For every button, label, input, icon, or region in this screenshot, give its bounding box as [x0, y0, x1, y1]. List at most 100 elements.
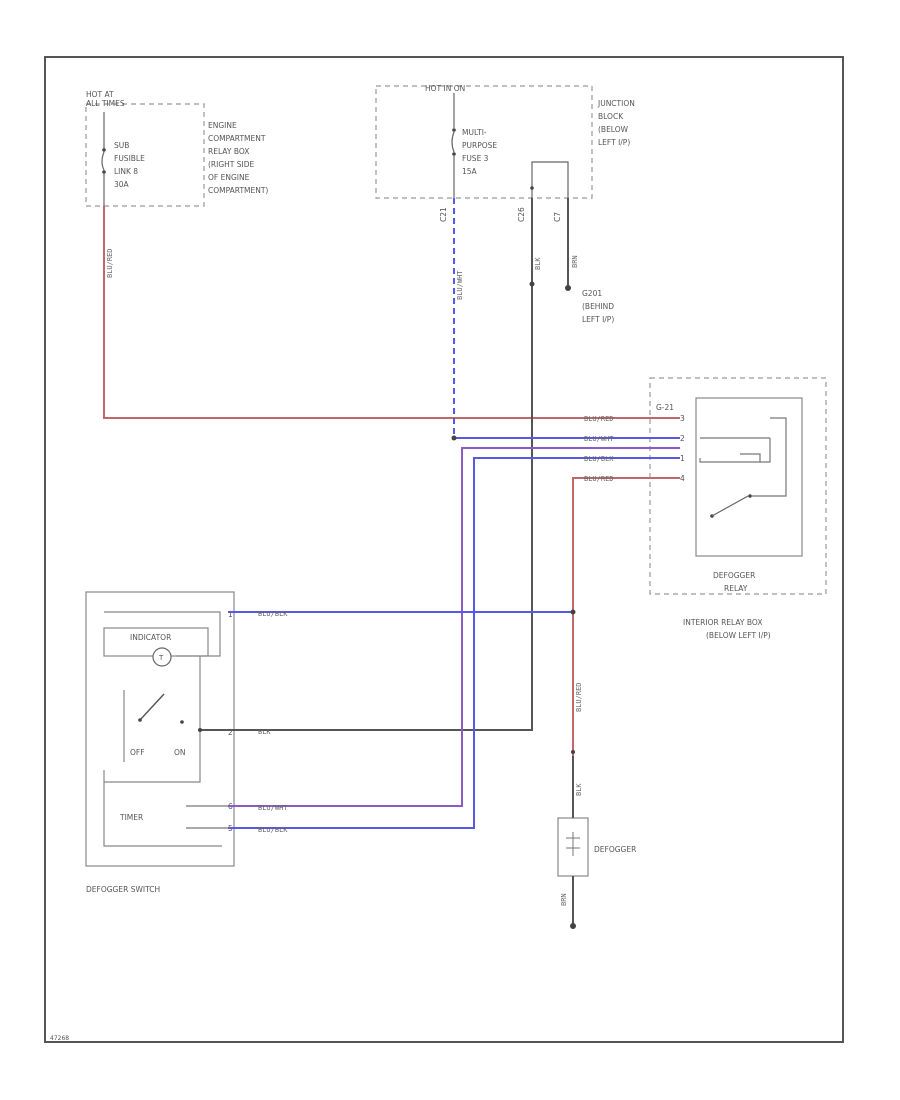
relay-internal-path: [752, 417, 787, 497]
defogger-switch: INDICATOR T OFF ON TIMER 1 2 6 5 DEFOGGE…: [85, 591, 235, 894]
junction-name-3: (BELOW: [598, 125, 629, 134]
wire-red-defogger: [572, 477, 680, 756]
defogger-element: DEFOGGER BRN: [557, 817, 636, 929]
wire-red-vertical-label: BLU/RED: [106, 248, 114, 278]
timer-label: TIMER: [119, 813, 143, 822]
wire-black-splice: [529, 281, 535, 287]
switch-inner-bottom: [103, 770, 222, 847]
jb-fuse-dot-2: [452, 152, 456, 156]
relay-pin-2: 2: [680, 434, 685, 443]
relay-wire-label-2: BLU/WHT: [584, 435, 614, 443]
jb-fuse-dot-1: [452, 128, 456, 132]
jb-fuse-label-1: MULTI-: [462, 128, 487, 137]
relay-top-label: G-21: [656, 403, 674, 412]
switch-wire-label-3: BLU/WHT: [258, 804, 288, 812]
wire-blue-dashed-label: BLU/WHT: [456, 270, 464, 300]
jb-pin-b: C26: [517, 207, 526, 222]
fuse-label-3: LINK 8: [114, 167, 138, 176]
relay-pin-3: 1: [680, 454, 685, 463]
switch-lever-icon: [139, 693, 165, 721]
ground-g201: BRN G201 (BEHIND LEFT I/P): [565, 198, 614, 324]
defogger-grid-icon: [566, 832, 580, 856]
wire-black-jb: [200, 198, 533, 731]
switch-on-contact-node: [198, 728, 202, 732]
relay-box-label-2: COMPARTMENT: [208, 134, 266, 143]
fusible-link-icon: [101, 151, 105, 171]
switch-name: DEFOGGER SWITCH: [86, 885, 160, 894]
diagram-frame: [44, 56, 844, 1043]
wire-purple-switch-6: [228, 447, 680, 807]
switch-inner-right: [104, 656, 201, 783]
wire-red-defogger-label: BLU/RED: [575, 682, 583, 712]
fuse-link-dot-1: [102, 148, 106, 152]
relay-name-2: RELAY: [724, 584, 748, 593]
g201-label-3: LEFT I/P): [582, 315, 614, 324]
relay-box-label-2: (BELOW LEFT I/P): [706, 631, 771, 640]
defogger-ground-icon: [570, 923, 576, 929]
jb-fuse-label-2: PURPOSE: [462, 141, 497, 150]
relay-pin-4: 4: [680, 474, 685, 483]
switch-contact-on: [180, 720, 184, 724]
jb-fuse-label-4: 15A: [462, 167, 478, 176]
g201-ground-icon: [565, 285, 571, 291]
relay-wire-label-4: BLU/RED: [584, 475, 614, 483]
engine-compartment-relay-box: HOT AT ALL TIMES SUB FUSIBLE LINK 8 30A …: [85, 90, 268, 207]
switch-wire-label-4: BLU/BLK: [258, 826, 288, 834]
wire-red-main: [103, 206, 680, 419]
switch-off-label: OFF: [130, 748, 145, 757]
switch-pin-2: 2: [228, 728, 233, 737]
relay-box-label-1: INTERIOR RELAY BOX: [683, 618, 762, 627]
junction-block-outline: [375, 85, 593, 199]
relay-wire-label-3: BLU/BLK: [584, 455, 614, 463]
relay-coil-icon: [699, 453, 761, 463]
g201-wire-label: BRN: [571, 255, 579, 268]
junction-hot-label: HOT IN ON: [425, 84, 465, 93]
hot-label-1: HOT AT: [86, 90, 114, 99]
junction-block: HOT IN ON MULTI- PURPOSE FUSE 3 15A JUNC…: [375, 84, 635, 222]
defogger-label: DEFOGGER: [594, 845, 636, 854]
fuse-box-outline: [85, 103, 205, 207]
indicator-lamp-icon: [152, 647, 172, 667]
switch-on-label: ON: [174, 748, 186, 757]
indicator-label: INDICATOR: [130, 633, 171, 642]
jb-internal-dot: [530, 186, 534, 190]
fuse-icon: [451, 131, 455, 153]
interior-relay-box-outline: [649, 377, 827, 595]
jb-internal-ground-link: [531, 161, 569, 198]
relay-contact-dot-2: [748, 494, 752, 498]
defogger-wire-in-label: BLK: [575, 783, 583, 796]
switch-pin-1: 1: [228, 610, 233, 619]
g201-label-2: (BEHIND: [582, 302, 614, 311]
wire-blue-switch-5: [228, 457, 680, 829]
indicator-lamp-glyph: T: [158, 654, 164, 662]
defogger-relay: G-21 3 2 1 4 DEFOGGER RELAY INTERIOR REL…: [649, 377, 827, 640]
defogger-gnd-label: BRN: [560, 893, 568, 906]
junction-name-2: BLOCK: [598, 112, 624, 121]
switch-wire-label-1: BLU/BLK: [258, 610, 288, 618]
wire-blue-switch-1-splice: [570, 609, 576, 615]
switch-wire-label-2: BLK: [258, 728, 271, 736]
relay-body: [695, 397, 803, 557]
fuse-label-4: 30A: [114, 180, 130, 189]
junction-name-4: LEFT I/P): [598, 138, 630, 147]
relay-wire-label-1: BLU/RED: [584, 415, 614, 423]
relay-box-label-5: OF ENGINE: [208, 173, 250, 182]
junction-name-1: JUNCTION: [597, 99, 635, 108]
relay-internal-path-2: [760, 438, 771, 463]
relay-box-label-3: RELAY BOX: [208, 147, 249, 156]
relay-name-1: DEFOGGER: [713, 571, 755, 580]
relay-box-label-1: ENGINE: [208, 121, 237, 130]
g201-label-1: G201: [582, 289, 602, 298]
relay-pin-1: 3: [680, 414, 685, 423]
fuse-link-dot-2: [102, 170, 106, 174]
switch-pivot: [138, 718, 142, 722]
relay-switch-arm: [711, 495, 749, 517]
relay-box-label-4: (RIGHT SIDE: [208, 160, 255, 169]
jb-fuse-label-3: FUSE 3: [462, 154, 489, 163]
fuse-label-1: SUB: [114, 141, 129, 150]
wire-black-jb-label: BLK: [534, 257, 542, 270]
fuse-label-2: FUSIBLE: [114, 154, 145, 163]
wire-blue-splice: [451, 435, 457, 441]
jb-pin-a: C21: [439, 207, 448, 222]
